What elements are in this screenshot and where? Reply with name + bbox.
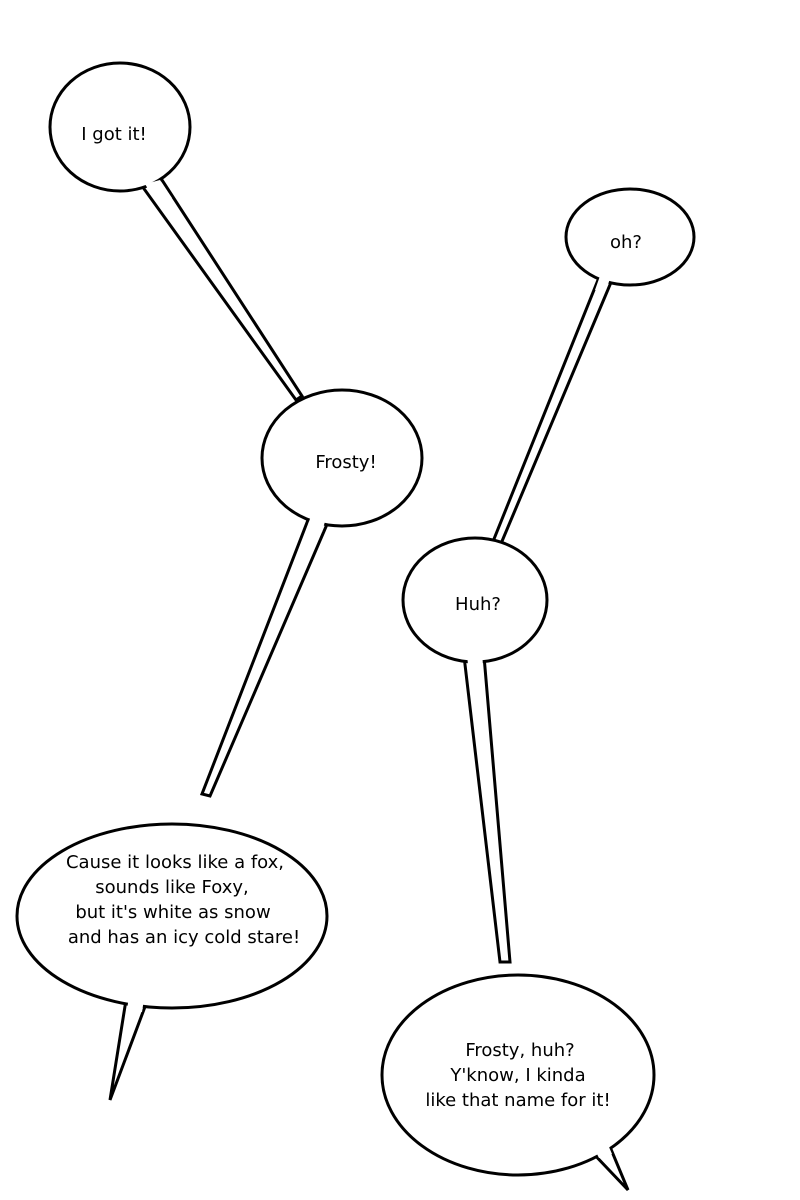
text-frosty: Frosty! [315,452,376,473]
tail-got-it [139,178,305,403]
text-explanation-line3: but it's white as snow [75,902,270,923]
text-explanation-line4: and has an icy cold stare! [68,927,300,948]
bubble-frosty-huh [380,973,656,1177]
text-frosty-huh-line1: Frosty, huh? [465,1040,574,1061]
text-got-it: I got it! [81,124,147,145]
text-huh: Huh? [455,594,501,615]
bubble-oh [564,187,696,287]
text-explanation-line1: Cause it looks like a fox, [66,852,284,873]
text-frosty-huh-line3: like that name for it! [425,1090,610,1111]
tail-huh [462,654,512,964]
text-oh: oh? [610,232,642,253]
tail-explanation [108,998,149,1101]
tail-frosty [199,518,331,798]
bubble-frosty [260,388,424,528]
tail-oh [489,278,615,548]
bubble-got-it [48,61,192,193]
bubble-explanation [15,822,329,1010]
text-frosty-huh-line2: Y'know, I kinda [449,1065,585,1086]
text-explanation-line2: sounds like Foxy, [95,877,249,898]
